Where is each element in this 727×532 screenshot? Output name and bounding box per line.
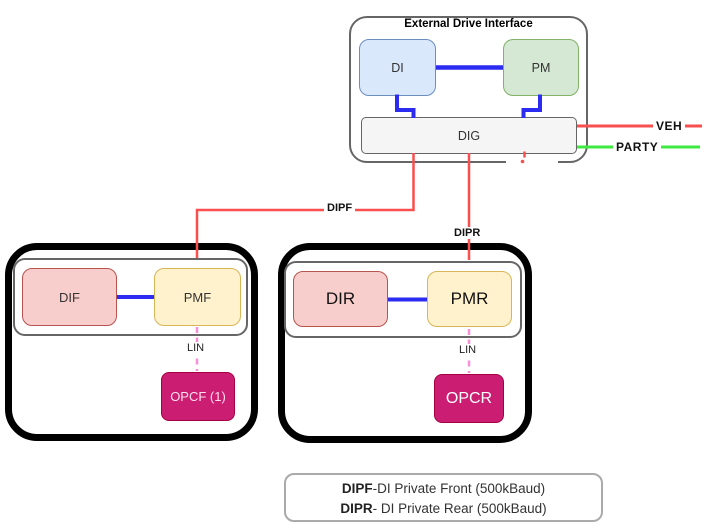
dif-box: DIF [22,268,117,326]
opcf-box: OPCF (1) [161,372,235,421]
pm-box: PM [503,39,579,96]
dipr-label: DIPR [451,227,484,239]
dig-box: DIG [361,117,577,154]
di-box: DI [359,39,436,96]
pmr-label: PMR [450,289,489,308]
lin-rear-label: LIN [456,344,480,356]
legend-desc-dipr: - DI Private Rear (500kBaud) [372,501,547,516]
legend-term-dipr: DIPR [340,501,373,516]
pm-label: PM [531,60,551,75]
legend-desc-dipf: -DI Private Front (500kBaud) [372,481,546,496]
pmf-label: PMF [183,289,212,305]
dif-label: DIF [59,289,80,305]
legend-entry-dipr: DIPR- DI Private Rear (500kBaud) [286,499,601,519]
pmr-box: PMR [427,271,512,327]
dir-box: DIR [293,271,388,327]
lin-front-label: LIN [184,342,208,354]
dipf-label: DIPF [324,202,356,214]
pmf-box: PMF [154,268,241,326]
party-label: PARTY [613,140,662,154]
dir-label: DIR [325,289,356,308]
opcr-box: OPCR [434,374,504,423]
opcr-label: OPCR [445,389,493,407]
legend-entry-dipf: DIPF-DI Private Front (500kBaud) [286,479,601,499]
legend-term-dipf: DIPF [341,481,373,496]
dig-label: DIG [457,128,481,143]
legend-box: DIPF-DI Private Front (500kBaud) DIPR- D… [284,473,603,522]
opcf-label: OPCF (1) [170,389,226,404]
di-label: DI [391,60,404,75]
veh-label: VEH [653,119,686,133]
external-drive-interface-title: External Drive Interface [404,18,533,30]
